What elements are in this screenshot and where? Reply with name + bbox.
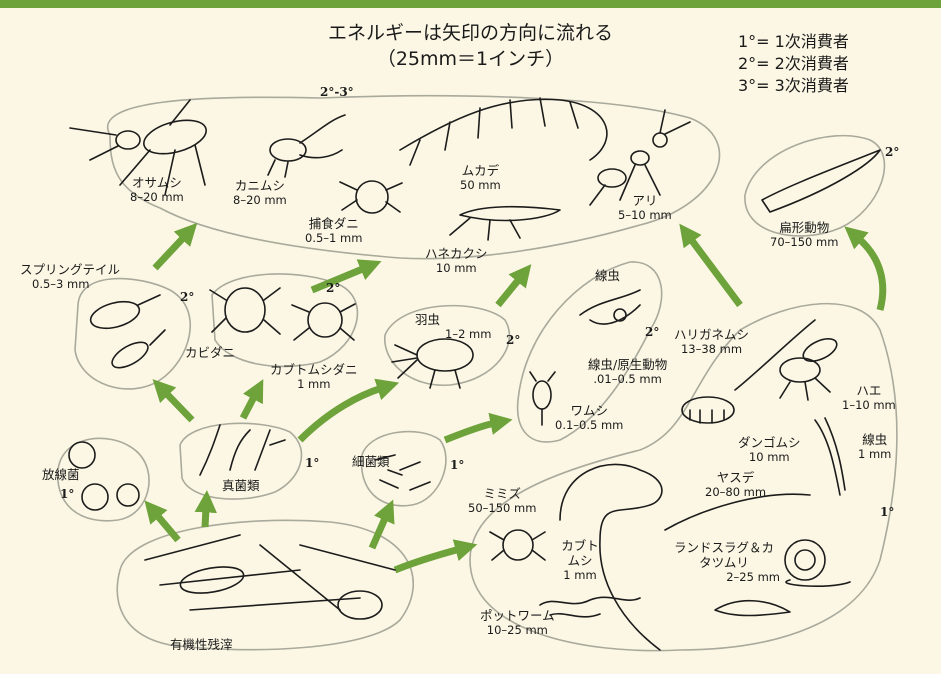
mark-top-group: 2°-3° xyxy=(320,85,354,99)
page-subtitle: （25mm＝1インチ） xyxy=(376,48,565,70)
mark-hokeidobutsu: 2° xyxy=(885,145,900,159)
arrow-organic-to-right xyxy=(393,539,478,574)
label-senchu1: 線虫 xyxy=(595,268,621,283)
label-senchu-genseidobutsu: 線虫/原生動物.01–0.5 mm xyxy=(588,357,668,386)
mark-senchu: 2° xyxy=(645,325,660,339)
mark-right-group: 1° xyxy=(880,505,895,519)
flatworm-illustration xyxy=(761,149,881,213)
mark-saikinrui: 1° xyxy=(450,458,465,472)
potworm-illustration xyxy=(539,596,641,618)
arrow-hamushi-to-top xyxy=(495,264,532,308)
centipede-illustration xyxy=(399,97,608,166)
group-outlines xyxy=(57,94,898,652)
outline-top-predators xyxy=(106,94,721,260)
mark-shinkinrui: 1° xyxy=(305,456,320,470)
outline-actinomycetes xyxy=(57,437,150,522)
bacteria-illustration xyxy=(374,454,431,491)
label-shinkinrui: 真菌類 xyxy=(222,478,260,493)
slug-illustration xyxy=(714,599,791,617)
arrow-organic-to-actino xyxy=(144,500,181,543)
page-title: エネルギーは矢印の方向に流れる xyxy=(327,22,613,44)
snail-illustration xyxy=(784,539,851,587)
label-kabidani: カビダニ xyxy=(185,345,236,360)
mark-springtail: 2° xyxy=(180,290,195,304)
outline-flatworm xyxy=(744,134,886,237)
pillbug-illustration xyxy=(681,396,735,424)
mark-hamushi: 2° xyxy=(506,333,521,347)
outline-bacteria xyxy=(360,430,447,507)
outline-nematode-protozoa xyxy=(516,261,663,443)
energy-arrows xyxy=(144,222,887,574)
wireworm-illustration xyxy=(734,319,816,391)
arrow-fungi-to-mites xyxy=(239,379,264,420)
mark-kabutomushidani: 2° xyxy=(326,281,341,295)
arrow-mites-to-top xyxy=(310,259,382,294)
arrow-organic-to-bacteria xyxy=(368,499,395,550)
top-accent-bar xyxy=(0,0,941,8)
legend-2: 2°= 2次消費者 xyxy=(738,54,849,73)
beetle-mite-illustration xyxy=(291,302,356,341)
mite-illustration xyxy=(339,180,403,214)
organic-matter-illustration xyxy=(144,534,396,620)
actinomycetes-illustration xyxy=(68,441,140,511)
mark-housenkin: 1° xyxy=(60,487,75,501)
legend-1: 1°= 1次消費者 xyxy=(738,32,849,51)
outline-organic-matter xyxy=(116,519,415,651)
fungal-mite-illustration xyxy=(209,287,281,335)
label-organic: 有機性残滓 xyxy=(170,637,233,652)
arrow-springtail-to-top xyxy=(152,222,198,271)
fungi-illustration xyxy=(199,424,286,476)
hamushi-illustration xyxy=(391,338,474,389)
legend-3: 3°= 3次消費者 xyxy=(738,76,849,95)
pseudoscorpion-illustration xyxy=(267,114,346,178)
rotifer-illustration xyxy=(529,371,556,426)
outline-mites xyxy=(211,273,359,368)
small-mite-illustration xyxy=(489,529,546,561)
arrow-organic-to-fungi xyxy=(194,490,217,528)
arrow-right-to-flatworm xyxy=(844,226,887,311)
springtail-illustration xyxy=(89,294,166,369)
illustrations xyxy=(68,97,881,651)
arrow-bacteria-to-nematode xyxy=(443,412,513,444)
arrow-fungi-to-springtail xyxy=(152,379,195,423)
rove-beetle-illustration xyxy=(449,205,561,241)
nematode2-illustration xyxy=(814,417,846,496)
arrow-fungi-to-hamushi xyxy=(297,378,400,443)
nematode-illustration xyxy=(579,289,641,325)
earthworm-illustration xyxy=(559,463,663,651)
outline-right-group xyxy=(469,302,898,652)
beetle-illustration xyxy=(69,99,207,196)
arrow-right-to-ant xyxy=(679,223,743,308)
label-housenkin: 放線菌 xyxy=(42,467,80,482)
label-saikinrui: 細菌類 xyxy=(352,454,390,469)
ant-illustration xyxy=(589,109,691,206)
millipede-illustration xyxy=(664,493,811,531)
outline-springtail xyxy=(74,277,192,390)
fly-illustration xyxy=(779,338,838,401)
